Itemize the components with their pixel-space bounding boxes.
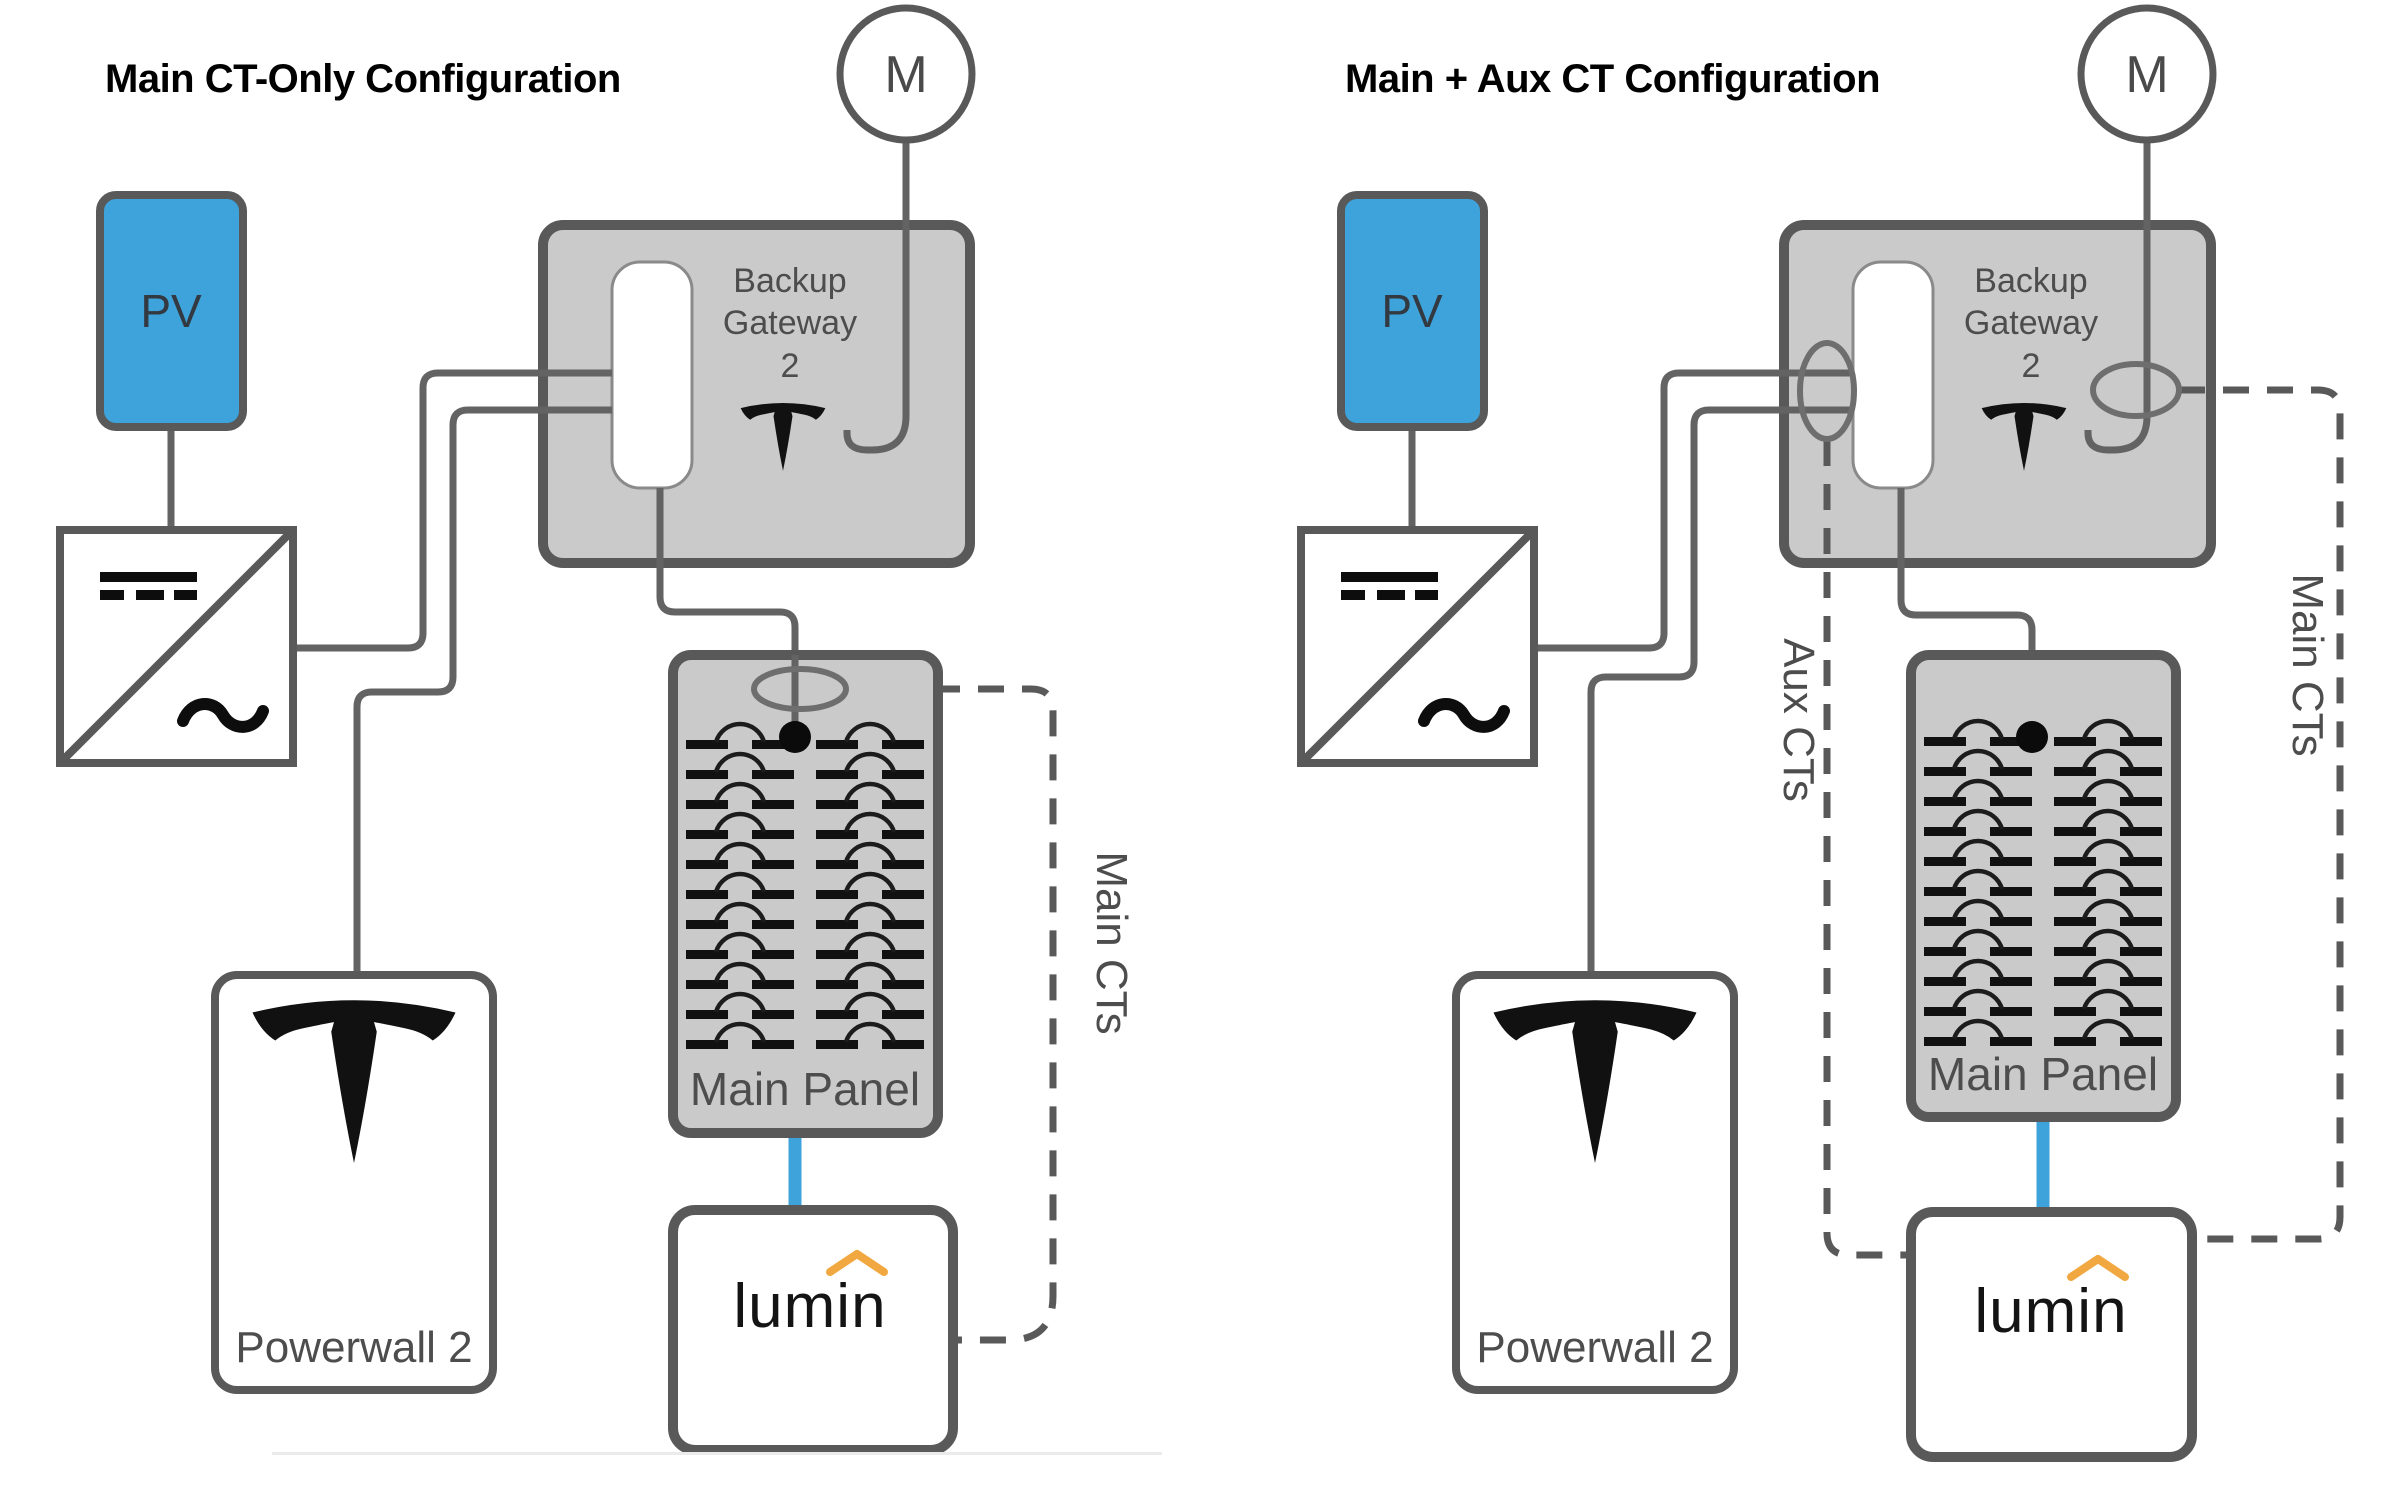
main-panel-box: [1906, 650, 2181, 1122]
diagram-main-aux-ct: Main + Aux CT Configuration Backup Gatew…: [1301, 8, 2344, 1462]
powerwall-box: [1452, 971, 1738, 1394]
lumin-caret-icon: [2067, 1255, 2129, 1281]
service-wire: [656, 488, 799, 737]
junction-dot-icon: [2016, 721, 2048, 753]
lumin-logo: lumin: [1974, 1277, 2127, 1346]
gateway-label-line1: Backup: [1974, 262, 2087, 300]
aux-ct-ellipse-icon: [1797, 340, 1857, 442]
main-panel-box: [668, 650, 943, 1138]
gateway-label-line1: Backup: [733, 262, 846, 300]
inverter-box: [1301, 530, 1534, 763]
junction-dot-icon: [779, 721, 811, 753]
gateway-switch-slot: [1851, 260, 1935, 490]
service-wire: [1897, 488, 2036, 737]
meter-wire: [843, 139, 910, 454]
meter-wire: [2084, 139, 2151, 454]
main-ct-ellipse-icon: [2090, 361, 2182, 419]
powerwall-wire: [1587, 406, 1853, 975]
main-ct-ellipse-icon: [751, 666, 849, 712]
main-cts-label: Main CTs: [2283, 573, 2332, 756]
powerwall-wire: [353, 406, 612, 975]
inverter-box: [60, 530, 293, 763]
lumin-caret-icon: [826, 1250, 888, 1276]
pv-label: PV: [140, 285, 202, 337]
powerwall-label: Powerwall 2: [235, 1323, 472, 1372]
page-divider: [272, 1452, 1162, 1455]
lumin-logo: lumin: [733, 1272, 886, 1341]
aux-cts-label: Aux CTs: [1774, 638, 1823, 802]
meter-label: M: [884, 46, 927, 104]
inverter-wire: [293, 369, 612, 652]
main-ct-dashed-wire: [2179, 386, 2344, 1243]
meter-label: M: [2125, 46, 2168, 104]
diagram-main-ct-only: Main CT-Only Configuration Backup Gatewa…: [60, 8, 1162, 1455]
gateway-label-line3: 2: [2022, 347, 2041, 385]
gateway-label-line2: Gateway: [723, 304, 857, 342]
main-panel-label: Main Panel: [690, 1063, 920, 1115]
gateway-label-line3: 2: [781, 347, 800, 385]
aux-ct-dashed-wire: [1823, 440, 1909, 1259]
diagram-title: Main CT-Only Configuration: [105, 57, 621, 101]
gateway-label-line2: Gateway: [1964, 304, 2098, 342]
inverter-wire: [1534, 369, 1853, 652]
powerwall-box: [211, 971, 497, 1394]
main-cts-label: Main CTs: [1087, 851, 1136, 1034]
gateway-switch-slot: [610, 260, 694, 490]
main-ct-dashed-wire: [846, 685, 1057, 1344]
main-panel-label: Main Panel: [1928, 1048, 2158, 1100]
diagram-title: Main + Aux CT Configuration: [1345, 57, 1880, 101]
pv-label: PV: [1381, 285, 1443, 337]
powerwall-label: Powerwall 2: [1476, 1323, 1713, 1372]
